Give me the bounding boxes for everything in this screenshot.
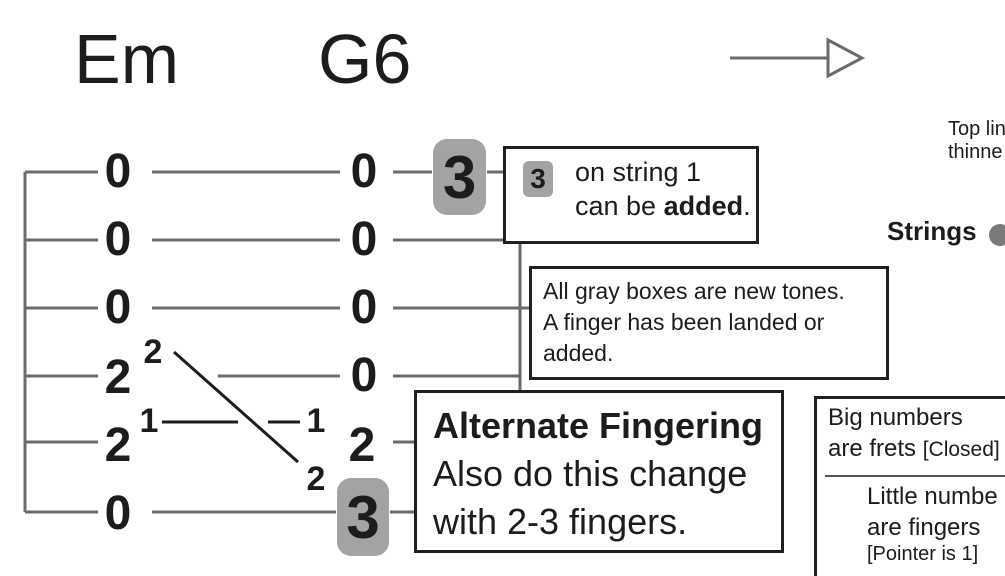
top-line-note: Top lin thinne (948, 118, 1005, 164)
finger-g6-string5: 1 (306, 402, 326, 440)
mini-gray-box: 3 (523, 161, 553, 197)
chord-name-g6: G6 (318, 20, 412, 98)
finger-transition-line (173, 350, 299, 464)
em-fret-string1: 0 (104, 145, 132, 198)
strings-label: Strings (887, 216, 977, 246)
top-line-1: Top lin (948, 118, 1005, 140)
alternate-fingering-note: Alternate Fingering Also do this change … (414, 390, 784, 553)
finger-em-string5: 1 (139, 402, 159, 440)
gray-box-note: All gray boxes are new tones. A finger h… (529, 266, 889, 380)
em-fret-string3: 0 (104, 281, 132, 334)
legend-closed: [Closed] (922, 438, 1000, 461)
finger-em-string4: 2 (143, 333, 163, 371)
legend-line4: are fingers (867, 514, 981, 541)
added-tone-string1: 3 (433, 139, 486, 215)
legend-line2: are frets [Closed] (828, 435, 1000, 463)
alt-fingering-title: Alternate Fingering (433, 405, 764, 446)
g6-fret-string5: 2 (348, 419, 376, 472)
gray-note-line3: added. (543, 340, 614, 366)
g6-fret-string2: 0 (350, 213, 378, 266)
legend-line5: [Pointer is 1] (867, 543, 979, 565)
legend-box: Big numbers are frets [Closed] Little nu… (814, 396, 1005, 576)
g6-fret-string1: 0 (350, 145, 378, 198)
legend-divider (825, 475, 1005, 477)
alt-fingering-line2: with 2-3 fingers. (433, 501, 688, 542)
alt-fingering-line1: Also do this change (433, 453, 748, 494)
added-note-bold: added (663, 191, 744, 221)
legend-line2-text: are frets (828, 435, 917, 462)
g6-fret-string6-new-tone: 3 (337, 478, 389, 556)
added-note-line1: on string 1 (575, 157, 702, 187)
legend-line3: Little numbe (867, 483, 998, 510)
added-note-pre: can be (575, 191, 664, 221)
arrow-head-icon (826, 37, 866, 79)
legend-line1: Big numbers (828, 404, 963, 431)
added-note-line2: can be added. (575, 191, 751, 222)
g6-fret-string4: 0 (350, 349, 378, 402)
gray-note-line1: All gray boxes are new tones. (543, 278, 845, 304)
chord-name-em: Em (74, 20, 179, 98)
g6-fret-string3: 0 (350, 281, 378, 334)
top-line-2: thinne (948, 141, 1003, 163)
em-fret-string5: 2 (104, 419, 132, 472)
added-note-post: . (743, 191, 751, 221)
em-fret-string6: 0 (104, 487, 132, 540)
em-fret-string4: 2 (104, 351, 132, 404)
finger-g6-string6: 2 (306, 460, 326, 498)
gray-note-line2: A finger has been landed or (543, 309, 825, 335)
em-fret-string2: 0 (104, 213, 132, 266)
added-tone-note: 3 on string 1 can be added. (503, 146, 759, 244)
string-dot-icon (989, 224, 1005, 246)
